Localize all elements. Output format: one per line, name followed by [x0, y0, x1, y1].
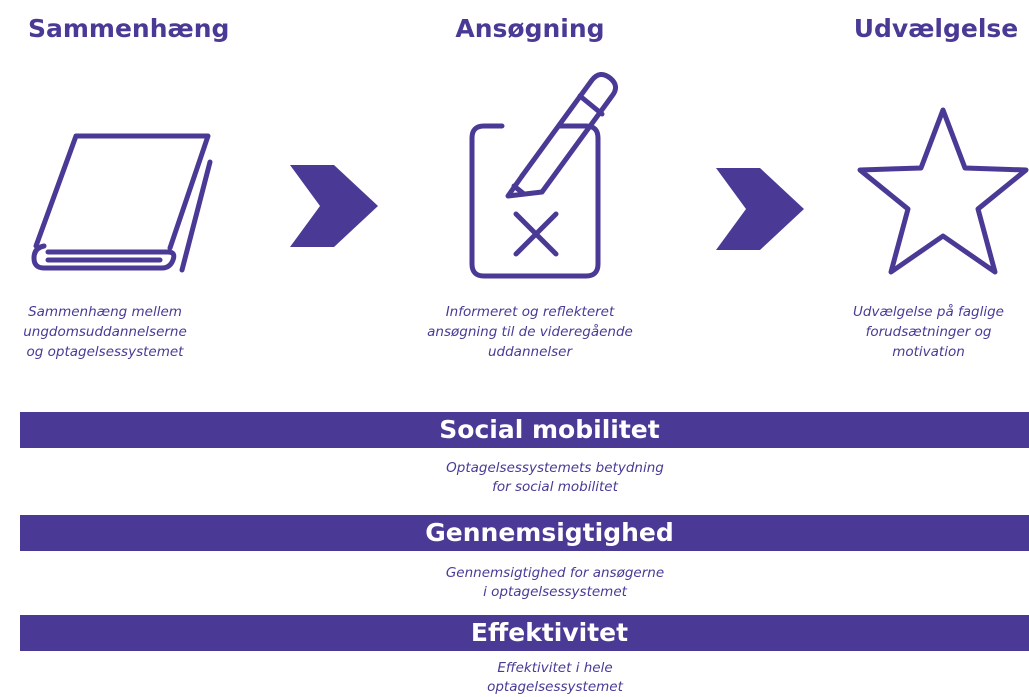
band-desc-gennemsigtighed: Gennemsigtighed for ansøgerne i optagels… [445, 565, 665, 600]
column-desc-udvaelgelse: Udvælgelse på faglige forudsætninger og … [853, 304, 1004, 360]
arrow-right-icon [290, 165, 378, 247]
pencil-checkbox-icon [469, 72, 618, 279]
column-title-udvaelgelse: Udvælgelse [853, 14, 1019, 43]
column-title-ansoegning: Ansøgning [455, 14, 605, 43]
column-desc-ansoegning: Informeret og reflekteret ansøgning til … [427, 304, 633, 360]
book-icon [31, 133, 213, 273]
band-desc-effektivitet: Effektivitet i hele optagelsessystemet [487, 660, 623, 695]
arrow-right-icon [716, 168, 804, 250]
band-desc-social-mobilitet: Optagelsessystemets betydning for social… [446, 460, 664, 495]
band-social-mobilitet: Social mobilitet [20, 412, 1029, 448]
column-title-sammenhaeng: Sammenhæng [28, 14, 230, 43]
star-icon [857, 107, 1029, 275]
band-gennemsigtighed: Gennemsigtighed [20, 515, 1029, 551]
column-desc-sammenhaeng: Sammenhæng mellem ungdomsuddannelserne o… [23, 304, 187, 360]
band-effektivitet: Effektivitet [20, 615, 1029, 651]
